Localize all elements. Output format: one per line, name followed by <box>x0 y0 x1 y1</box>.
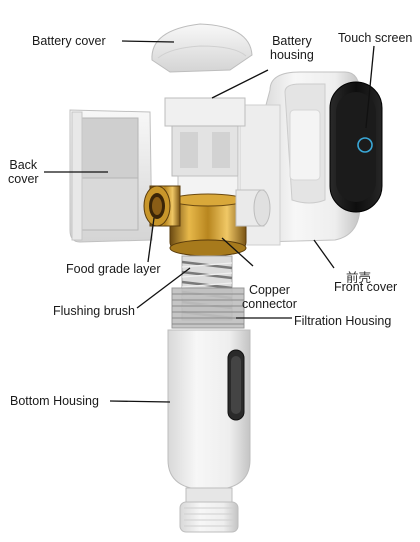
label-copper-connector: Copper connector <box>242 283 297 311</box>
label-filtration-housing: Filtration Housing <box>294 314 392 328</box>
touch-ring <box>357 137 373 153</box>
leader-front-cover <box>313 239 335 269</box>
battery-cover-part <box>151 23 253 73</box>
label-front-cover: Front cover <box>334 280 398 294</box>
label-battery-cover: Battery cover <box>32 34 106 48</box>
label-flushing-brush: Flushing brush <box>53 304 135 318</box>
label-food-grade-layer: Food grade layer <box>66 262 161 276</box>
leader-copper <box>221 237 254 267</box>
label-bottom-housing: Bottom Housing <box>10 394 99 408</box>
label-front-cover-cn: 前壳 <box>346 271 372 285</box>
back-cover-part <box>69 109 153 243</box>
copper-connector-part <box>169 193 247 257</box>
leader-touch-screen <box>365 45 375 129</box>
leader-lines <box>44 40 375 403</box>
leader-flushing-brush <box>136 267 191 309</box>
leader-battery-cover <box>121 40 175 43</box>
leader-battery-housing <box>211 69 269 99</box>
bottom-housing-part <box>167 329 251 533</box>
label-touch-screen: Touch screen <box>338 31 413 45</box>
filtration-housing-part <box>171 287 245 329</box>
label-back-cover: Back cover <box>8 158 39 186</box>
food-grade-layer-part <box>143 185 181 227</box>
label-battery-housing: Battery housing <box>270 34 314 62</box>
leader-bottom-housing <box>109 400 171 403</box>
battery-housing-part <box>164 97 246 203</box>
touch-screen-part <box>329 81 383 213</box>
outlet-port <box>235 189 271 227</box>
leader-food-grade <box>147 217 155 263</box>
